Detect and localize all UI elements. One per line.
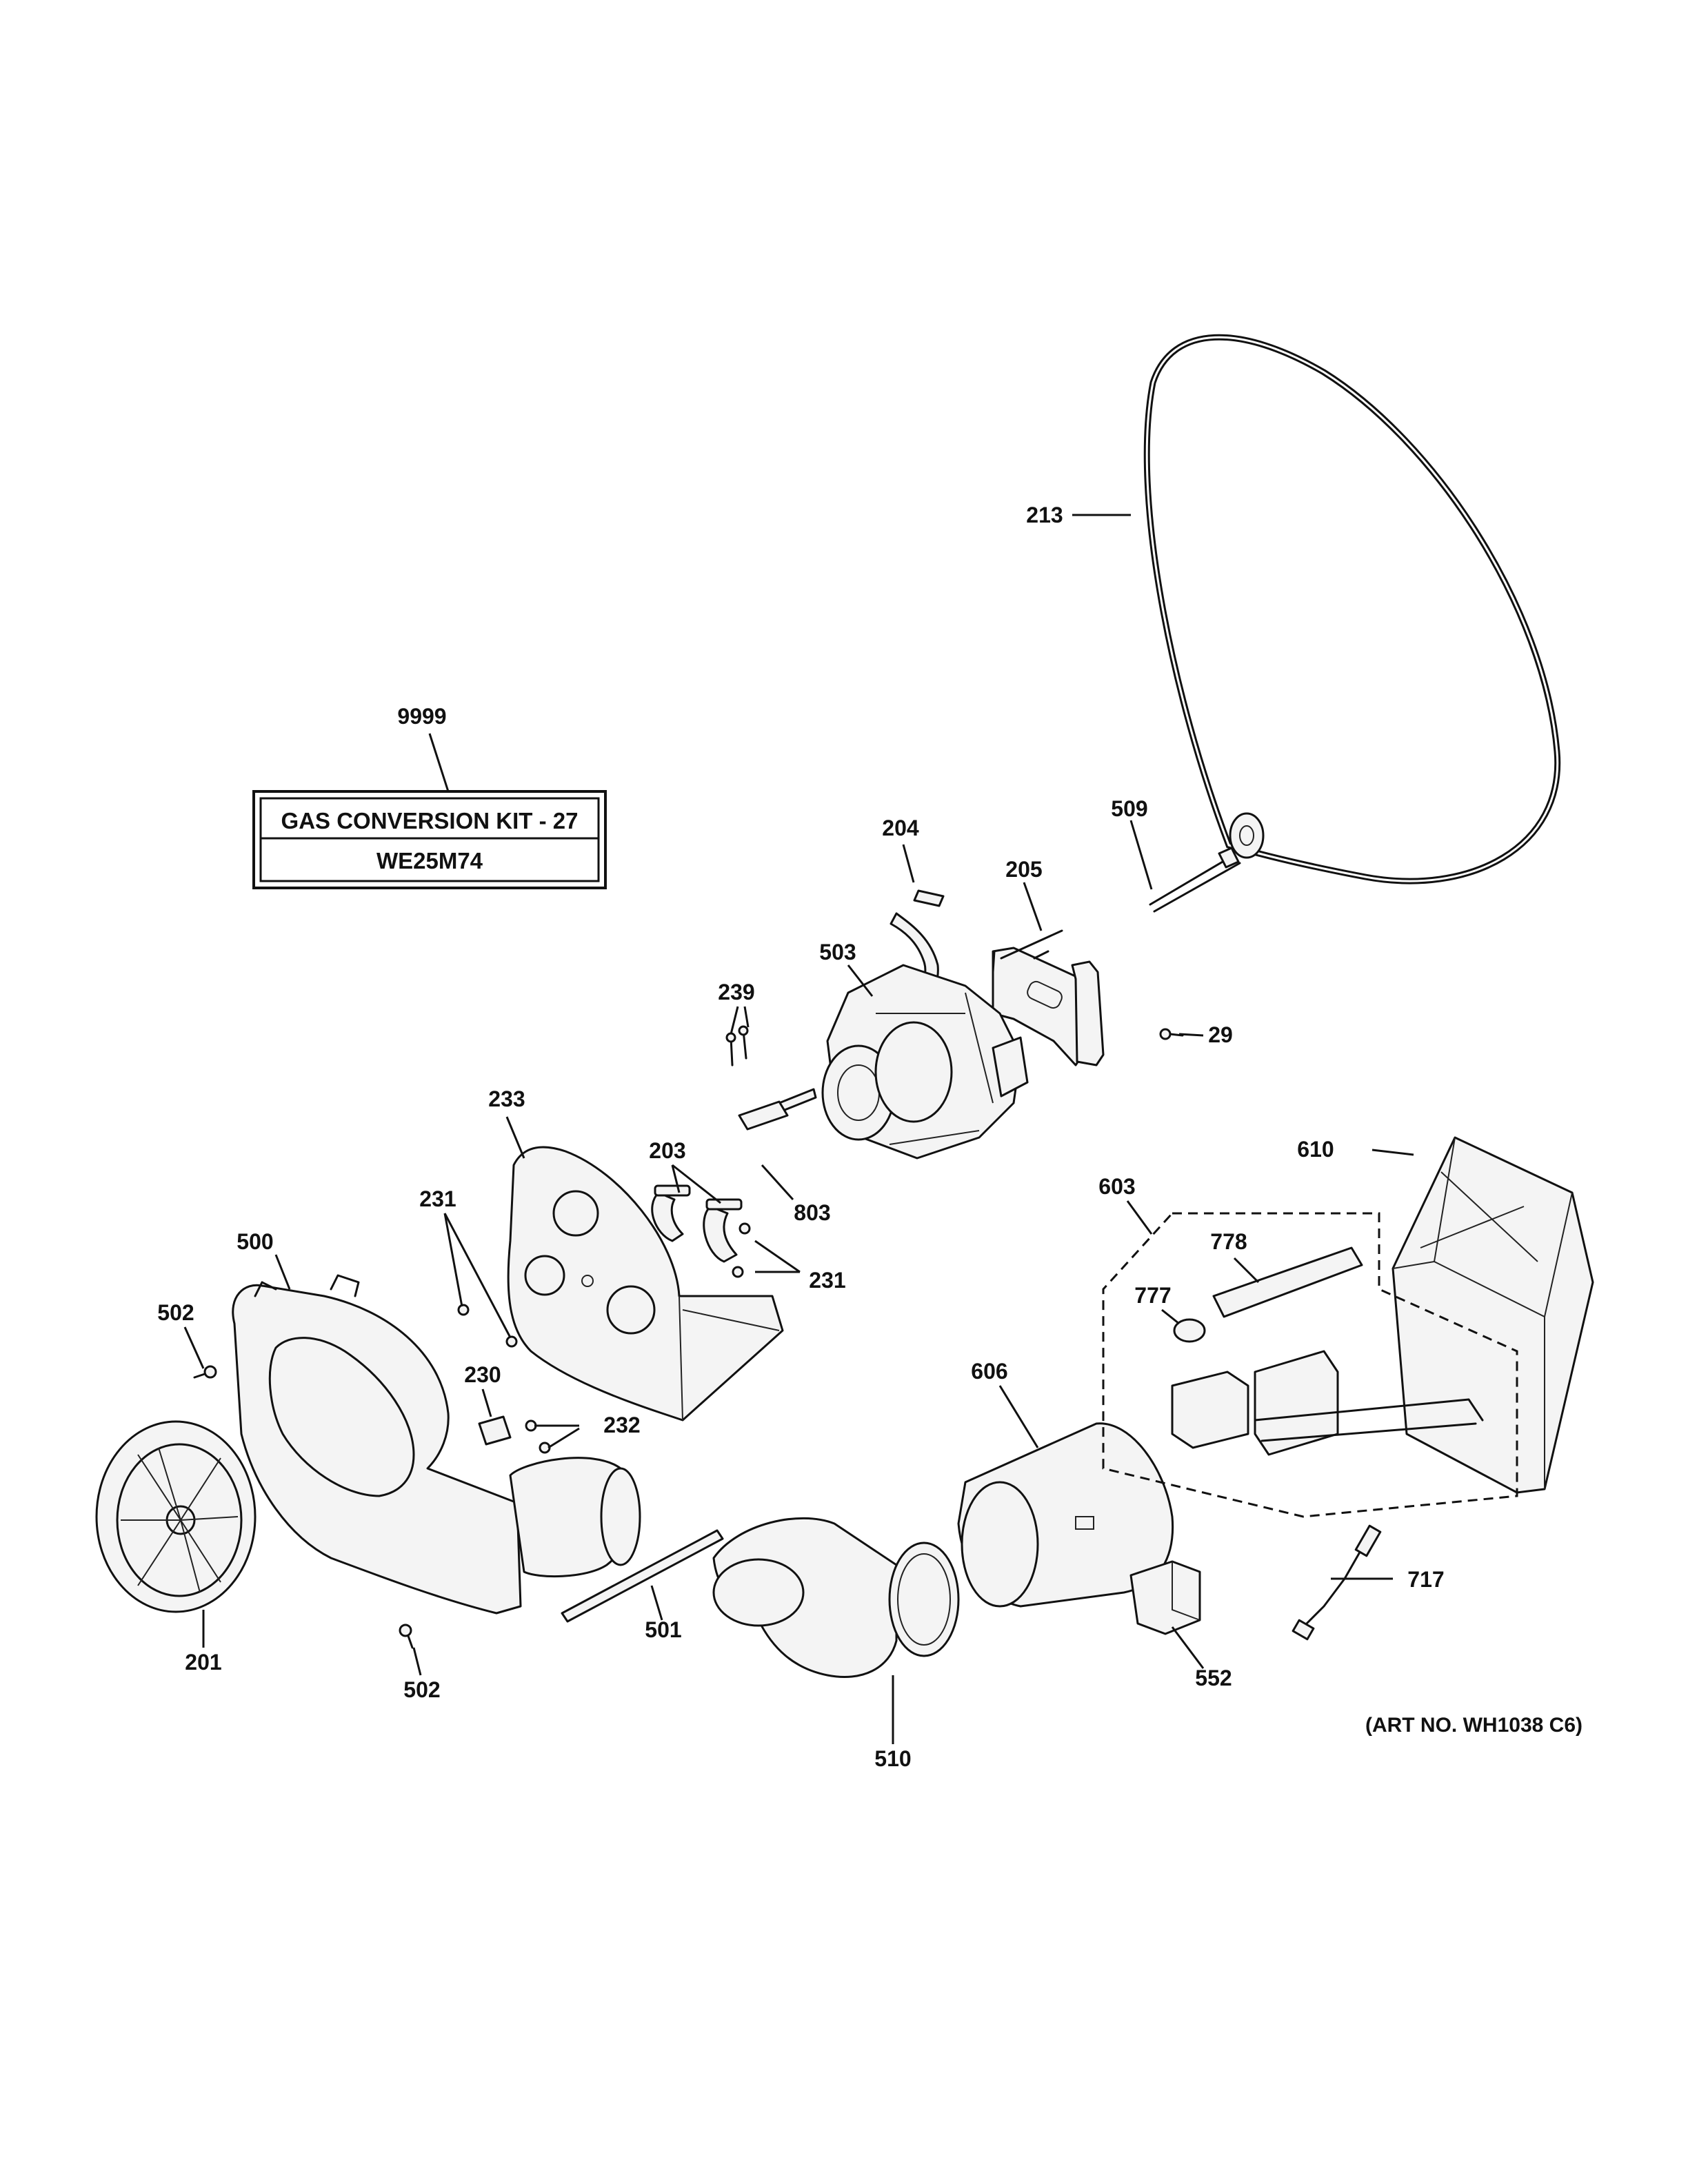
screw-29	[1159, 1028, 1184, 1040]
gasket-strip	[561, 1529, 724, 1623]
callout-204: 204	[882, 816, 919, 840]
bearing-halves	[651, 1184, 743, 1263]
callout-500: 500	[237, 1229, 273, 1254]
gas-conversion-kit-box	[252, 790, 607, 889]
callout-230: 230	[464, 1362, 501, 1387]
callout-502-b: 502	[403, 1677, 440, 1702]
callout-231-a: 231	[419, 1186, 456, 1211]
screws-502	[193, 1365, 414, 1649]
callout-552: 552	[1195, 1666, 1232, 1690]
callout-803: 803	[794, 1200, 830, 1225]
screws-231	[457, 1222, 751, 1348]
screws-239	[725, 1025, 749, 1066]
callout-603: 603	[1098, 1174, 1135, 1199]
callout-205: 205	[1005, 857, 1042, 882]
callout-239: 239	[718, 980, 754, 1004]
callout-labels: 9999 213 509 204 205 503 239 29 233 203 …	[157, 503, 1444, 1771]
art-number: (ART NO. WH1038 C6)	[1365, 1714, 1582, 1737]
bearing-803	[738, 1100, 789, 1131]
callout-232: 232	[603, 1413, 640, 1437]
drive-belt	[1143, 334, 1561, 884]
callout-29: 29	[1208, 1022, 1233, 1047]
leader-lines	[183, 514, 1414, 1744]
kit-part-number: WE25M74	[376, 848, 483, 873]
thermal-fuse-230	[478, 1415, 512, 1446]
exhaust-duct	[712, 1517, 960, 1679]
callout-509: 509	[1111, 796, 1147, 821]
callout-231-b: 231	[809, 1268, 845, 1293]
flame-sensor-552	[1129, 1560, 1201, 1635]
callout-777: 777	[1134, 1283, 1171, 1308]
burner-cradle	[1391, 1136, 1594, 1494]
duct-connector	[509, 1457, 641, 1578]
callout-201: 201	[185, 1650, 221, 1675]
callout-606: 606	[971, 1359, 1007, 1384]
idler-pulley	[1149, 812, 1265, 913]
callout-717: 717	[1407, 1567, 1444, 1592]
callout-9999: 9999	[397, 704, 446, 729]
callout-501: 501	[645, 1617, 681, 1642]
callout-213: 213	[1026, 503, 1063, 527]
callout-502-a: 502	[157, 1300, 194, 1325]
burner-assembly	[1102, 1212, 1518, 1518]
motor-mount-bracket	[992, 929, 1105, 1066]
callout-778: 778	[1210, 1229, 1247, 1254]
kit-title: GAS CONVERSION KIT - 27	[281, 808, 579, 833]
callout-510: 510	[874, 1746, 911, 1771]
callout-203: 203	[649, 1138, 685, 1163]
callout-610: 610	[1297, 1137, 1334, 1162]
callout-233: 233	[488, 1086, 525, 1111]
igniter-717	[1292, 1524, 1382, 1641]
blower-housing-front	[232, 1274, 522, 1615]
drive-motor	[778, 964, 1029, 1160]
blower-wheel	[95, 1420, 257, 1613]
callout-503: 503	[819, 940, 856, 964]
blower-housing-back	[507, 1146, 784, 1422]
